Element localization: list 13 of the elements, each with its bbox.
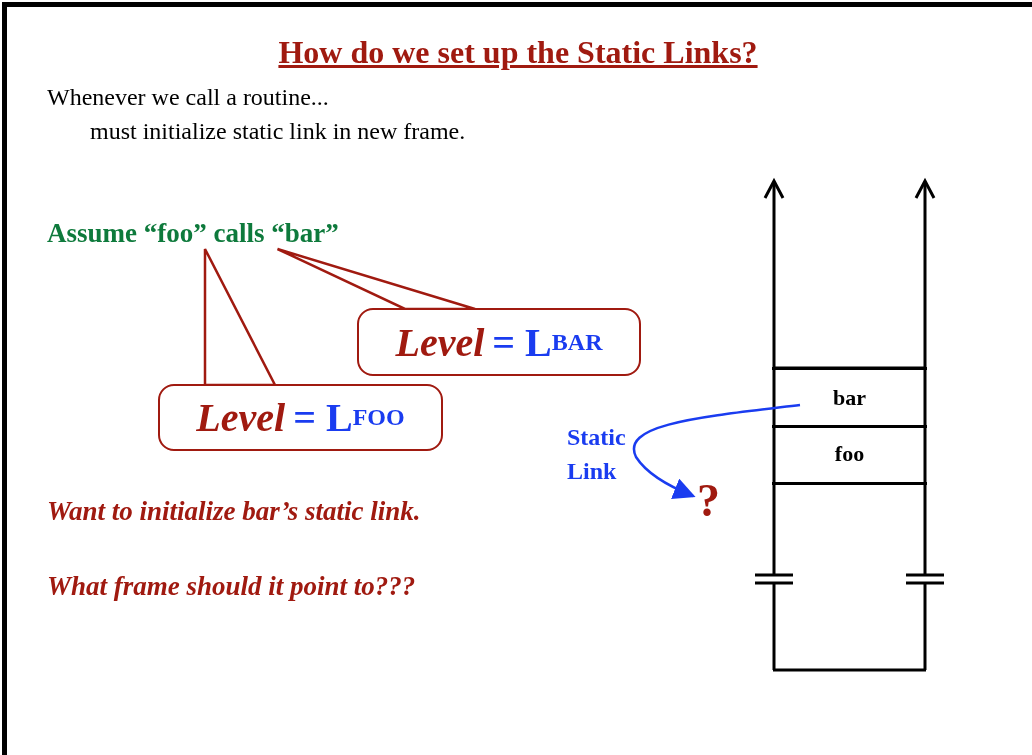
arrow: [632, 403, 801, 499]
slide-title: How do we set up the Static Links?: [277, 34, 759, 71]
stack-frame: foo: [772, 425, 927, 485]
question-text: Want to initialize bar’s static link.: [47, 496, 421, 527]
question-text: What frame should it point to???: [47, 571, 416, 602]
stack-frame: bar: [772, 367, 927, 428]
intro-text: must initialize static link in new frame.: [90, 118, 466, 145]
callout-tail: [276, 247, 477, 311]
caller-text: Assume “foo” calls “bar”: [47, 218, 339, 249]
callout-tail: [203, 247, 278, 387]
intro-text: Whenever we call a routine...: [47, 84, 329, 111]
question-mark: ?: [697, 474, 720, 527]
edge-label: Static Link: [567, 423, 627, 486]
